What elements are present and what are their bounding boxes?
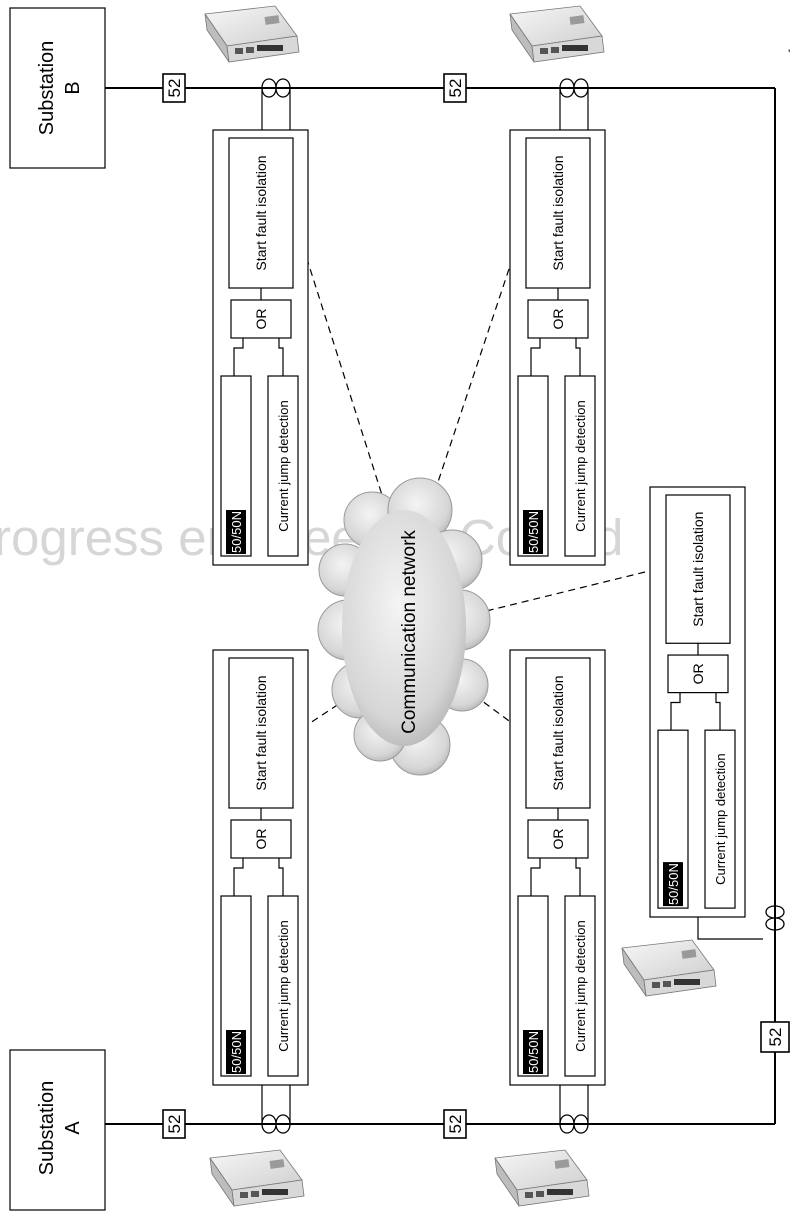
fault-isolation-box[interactable] [525,657,591,809]
current-jump-label: Current jump detection [713,753,728,885]
fault-isolation-label: Start fault isolation [550,155,566,270]
breaker-b2[interactable]: 52 [443,73,467,103]
network-label: Communication network [399,530,420,734]
fault-isolation-label: Start fault isolation [253,155,269,270]
or-gate-label: OR [550,309,566,330]
feeder-lines [105,87,776,1125]
or-gate [527,819,589,859]
overcurrent-tag [226,510,246,554]
feeder-terminal-unit-icon[interactable] [204,5,300,63]
or-gate [527,299,589,339]
overcurrent-tag [226,1030,246,1074]
or-gate-label: OR [253,309,269,330]
or-gate [230,299,292,339]
or-gate [667,654,729,694]
current-jump-label: Current jump detection [573,400,588,532]
communication-network-cloud[interactable]: Communication network [317,477,491,776]
fault-isolation-box[interactable] [525,137,591,289]
ct-connection [697,917,763,940]
substation-b-letter: B [62,81,84,94]
overcurrent-tag [663,862,683,907]
breaker-tie[interactable]: 52 [760,1021,790,1053]
fault-isolation-label: Start fault isolation [690,512,706,627]
current-jump-label: Current jump detection [276,400,291,532]
fault-isolation-box[interactable] [228,657,294,809]
or-gate [230,819,292,859]
overcurrent-label: 50/50N [229,511,244,553]
substation-b[interactable]: Substation B [9,7,106,169]
current-transformer-icon [765,905,785,931]
current-transformer-icon [559,78,589,98]
feeder-terminal-unit-icon[interactable] [509,5,605,63]
substation-a-label: Substation [36,1081,58,1176]
overcurrent-label: 50/50N [229,1031,244,1073]
or-gate-label: OR [253,829,269,850]
fault-isolation-box[interactable] [228,137,294,289]
substation-a-letter: A [62,1121,84,1135]
or-gate-label: OR [690,663,706,684]
or-gate-label: OR [550,829,566,850]
feeder-terminal-unit-icon[interactable] [494,1149,590,1207]
breaker-a1[interactable]: 52 [162,1109,186,1139]
fault-isolation-box[interactable] [665,494,731,644]
current-transformer-icon [261,1114,291,1134]
current-jump-box[interactable] [267,895,299,1077]
current-transformer-icon [559,1114,589,1134]
feeder-terminal-unit-icon[interactable] [209,1149,305,1207]
overcurrent-label: 50/50N [526,1031,541,1073]
breaker-b2-label: 52 [446,79,465,98]
substation-a[interactable]: Substation A [9,1049,106,1211]
breaker-a2-label: 52 [446,1115,465,1134]
breaker-b1[interactable]: 52 [162,73,186,103]
fault-isolation-label: Start fault isolation [253,675,269,790]
current-jump-label: Current jump detection [276,920,291,1052]
breaker-a1-label: 52 [165,1115,184,1134]
current-jump-box[interactable] [704,729,736,909]
current-transformer-icon [261,78,291,98]
current-jump-box[interactable] [564,375,596,557]
corner-mark: ' [788,47,790,61]
fault-isolation-label: Start fault isolation [550,675,566,790]
current-jump-label: Current jump detection [573,920,588,1052]
overcurrent-label: 50/50N [666,863,681,905]
overcurrent-tag [523,1030,543,1074]
feeder-terminal-unit-icon[interactable] [621,939,717,997]
breaker-tie-label: 52 [766,1028,785,1047]
substation-b-label: Substation [36,41,58,136]
overcurrent-label: 50/50N [526,511,541,553]
breaker-b1-label: 52 [165,79,184,98]
breaker-a2[interactable]: 52 [443,1109,467,1139]
current-jump-box[interactable] [564,895,596,1077]
current-jump-box[interactable] [267,375,299,557]
overcurrent-tag [523,510,543,554]
